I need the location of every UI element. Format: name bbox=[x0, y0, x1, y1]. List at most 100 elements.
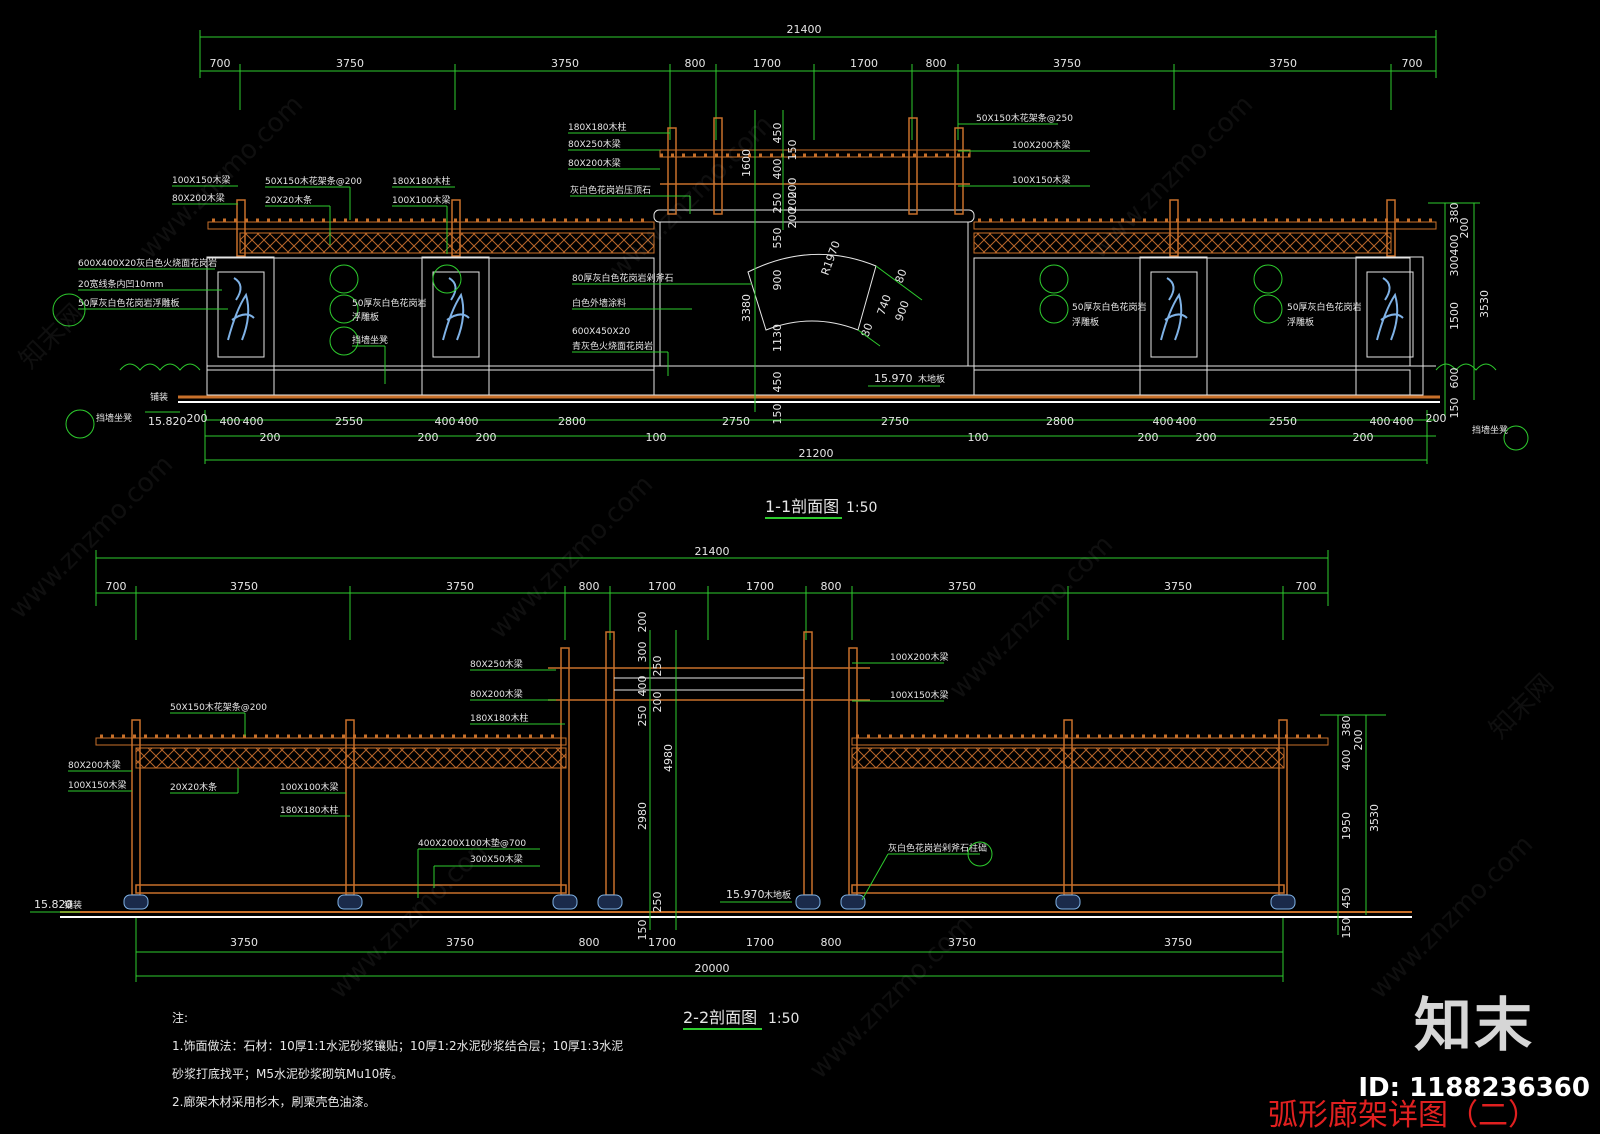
watermark-text: 知末网 bbox=[1484, 669, 1560, 745]
s1-b-dim: 200 bbox=[187, 412, 208, 425]
s1-label: 浮雕板 bbox=[352, 311, 379, 323]
s1-label: 100X150木梁 bbox=[172, 174, 231, 186]
s2-b-dim: 3750 bbox=[230, 936, 258, 949]
s1-top-dim: 3750 bbox=[1053, 57, 1081, 70]
s1-label: 80X200木梁 bbox=[172, 192, 225, 204]
s1-b-dim: 2550 bbox=[1269, 415, 1297, 428]
s1-label: 100X100木梁 bbox=[392, 194, 451, 206]
s1-v-dim: 200 bbox=[786, 208, 799, 229]
s2-top-dim: 3750 bbox=[948, 580, 976, 593]
s2-label: 300X50木梁 bbox=[470, 853, 523, 865]
s1-top-dim: 1700 bbox=[850, 57, 878, 70]
s1-b-dim: 2800 bbox=[558, 415, 586, 428]
s1-floor-label: 木地板 bbox=[918, 373, 945, 385]
s1-arch-dim: R1970 bbox=[819, 239, 843, 277]
s1-arch-dims: R1970 80 740 900 80 bbox=[819, 239, 923, 347]
s1-arch-dim: 80 bbox=[893, 267, 910, 285]
s1-b-dim2: 100 bbox=[646, 431, 667, 444]
brand-logo: 知末 bbox=[1413, 991, 1534, 1059]
section-2-2: 21400 700 3750 3750 800 1700 1700 800 37… bbox=[30, 545, 1412, 1030]
s2-label: 20X20木条 bbox=[170, 781, 217, 793]
s1-b-dim2: 200 bbox=[1353, 431, 1374, 444]
notes-line3: 2.廊架木材采用杉木，刷栗壳色油漆。 bbox=[172, 1094, 375, 1109]
notes-line2: 砂浆打底找平；M5水泥砂浆砌筑Mu10砖。 bbox=[172, 1066, 403, 1081]
s1-carved-panels bbox=[206, 256, 1424, 396]
s1-labels-right: 50X150木花架条@250 100X200木梁 100X150木梁 50厚灰白… bbox=[958, 112, 1508, 436]
s1-top-dim: 3750 bbox=[1269, 57, 1297, 70]
s1-label: 青灰色火烧面花岗岩 bbox=[572, 340, 653, 352]
s1-label: 白色外墙涂料 bbox=[572, 297, 626, 309]
s1-label: 180X180木柱 bbox=[568, 121, 627, 133]
s1-v-dim: 250 bbox=[771, 193, 784, 214]
s1-top-dim: 3750 bbox=[551, 57, 579, 70]
s2-overall-bottom: 20000 bbox=[695, 962, 730, 975]
s2-v-dim: 300 bbox=[636, 642, 649, 663]
s2-r-dim: 150 bbox=[1340, 918, 1353, 939]
s1-b-dim2: 200 bbox=[476, 431, 497, 444]
s1-b-dim: 400 bbox=[220, 415, 241, 428]
watermark-text: www.znzmo.com bbox=[604, 110, 779, 285]
s1-r-dim: 150 bbox=[1448, 398, 1461, 419]
s1-title: 1-1剖面图 bbox=[765, 497, 839, 516]
s1-label: 挡墙坐凳 bbox=[352, 334, 388, 346]
s2-top-dim: 700 bbox=[106, 580, 127, 593]
s1-top-chain-ticks bbox=[239, 64, 1392, 140]
s2-overall-top: 21400 bbox=[695, 545, 730, 558]
s2-r-dim: 200 bbox=[1352, 730, 1365, 751]
s2-v-dim: 400 bbox=[636, 676, 649, 697]
s1-label-circles bbox=[52, 264, 1529, 451]
watermark-text: 知末网 bbox=[14, 299, 90, 375]
s2-top-dim: 700 bbox=[1296, 580, 1317, 593]
s2-r-dim: 380 bbox=[1340, 716, 1353, 737]
s1-v-dim: 550 bbox=[771, 228, 784, 249]
s1-b-dim: 400 bbox=[1153, 415, 1174, 428]
s2-top-dim: 1700 bbox=[746, 580, 774, 593]
s1-b-dim: 2750 bbox=[722, 415, 750, 428]
s1-b-dim: 400 bbox=[243, 415, 264, 428]
s2-top-dim: 3750 bbox=[446, 580, 474, 593]
s2-right-dims: 380 400 1950 450 150 200 3530 bbox=[1340, 716, 1381, 939]
s1-center-wall bbox=[653, 209, 975, 396]
s1-bottom-dims: 200 400 400 2550 400 400 2800 2750 2750 … bbox=[187, 412, 1447, 460]
s2-label: 80X250木梁 bbox=[470, 658, 523, 670]
s1-r-dim: 400 bbox=[1448, 235, 1461, 256]
s1-b-dim: 400 bbox=[1393, 415, 1414, 428]
watermark-text: www.znzmo.com bbox=[944, 530, 1119, 705]
s1-top-dim: 3750 bbox=[336, 57, 364, 70]
s1-label: 100X150木梁 bbox=[1012, 174, 1071, 186]
s2-r-dim: 1950 bbox=[1340, 812, 1353, 840]
s2-label: 100X100木梁 bbox=[280, 781, 339, 793]
s2-label: 50X150木花架条@200 bbox=[170, 701, 267, 713]
s1-elev-left: 15.820 bbox=[148, 415, 187, 428]
s1-r-dim: 1500 bbox=[1448, 302, 1461, 330]
s1-arch-dim: 80 bbox=[859, 321, 876, 339]
s1-center-v-dims: 450 150 1600 400 250 200 550 900 3380 11… bbox=[740, 123, 799, 425]
s2-b-dim: 800 bbox=[579, 936, 600, 949]
s1-v-dim: 150 bbox=[786, 140, 799, 161]
s2-label: 100X150木梁 bbox=[68, 779, 127, 791]
s1-label: 180X180木柱 bbox=[392, 175, 451, 187]
s1-label: 80X200木梁 bbox=[568, 157, 621, 169]
s2-top-dim: 800 bbox=[821, 580, 842, 593]
s2-elev-center: 15.970 bbox=[726, 888, 765, 901]
s1-b-dim: 400 bbox=[435, 415, 456, 428]
watermark-text: www.znzmo.com bbox=[484, 470, 659, 645]
s2-top-dim: 3750 bbox=[230, 580, 258, 593]
s2-column-bases bbox=[123, 894, 1296, 910]
s2-elevations: 15.820 铺装 15.970 木地板 bbox=[30, 888, 792, 913]
watermark-text: www.znzmo.com bbox=[4, 450, 179, 625]
s1-upper-pergola bbox=[659, 117, 971, 215]
s2-v-dim: 250 bbox=[651, 892, 664, 913]
s1-v-dim: 450 bbox=[771, 123, 784, 144]
s2-floor-label: 木地板 bbox=[764, 889, 791, 901]
s1-b-dim2: 200 bbox=[418, 431, 439, 444]
s1-v-dim: 150 bbox=[771, 404, 784, 425]
s2-top-dim: 800 bbox=[579, 580, 600, 593]
s2-v-dim: 150 bbox=[636, 920, 649, 941]
s2-top-dims: 700 3750 3750 800 1700 1700 800 3750 375… bbox=[106, 580, 1317, 593]
s2-label: 180X180木柱 bbox=[470, 712, 529, 724]
s1-label: 50X150木花架条@200 bbox=[265, 175, 362, 187]
s2-label: 180X180木柱 bbox=[280, 804, 339, 816]
s1-v-dim: 200 bbox=[786, 192, 799, 213]
s2-top-dim: 1700 bbox=[648, 580, 676, 593]
